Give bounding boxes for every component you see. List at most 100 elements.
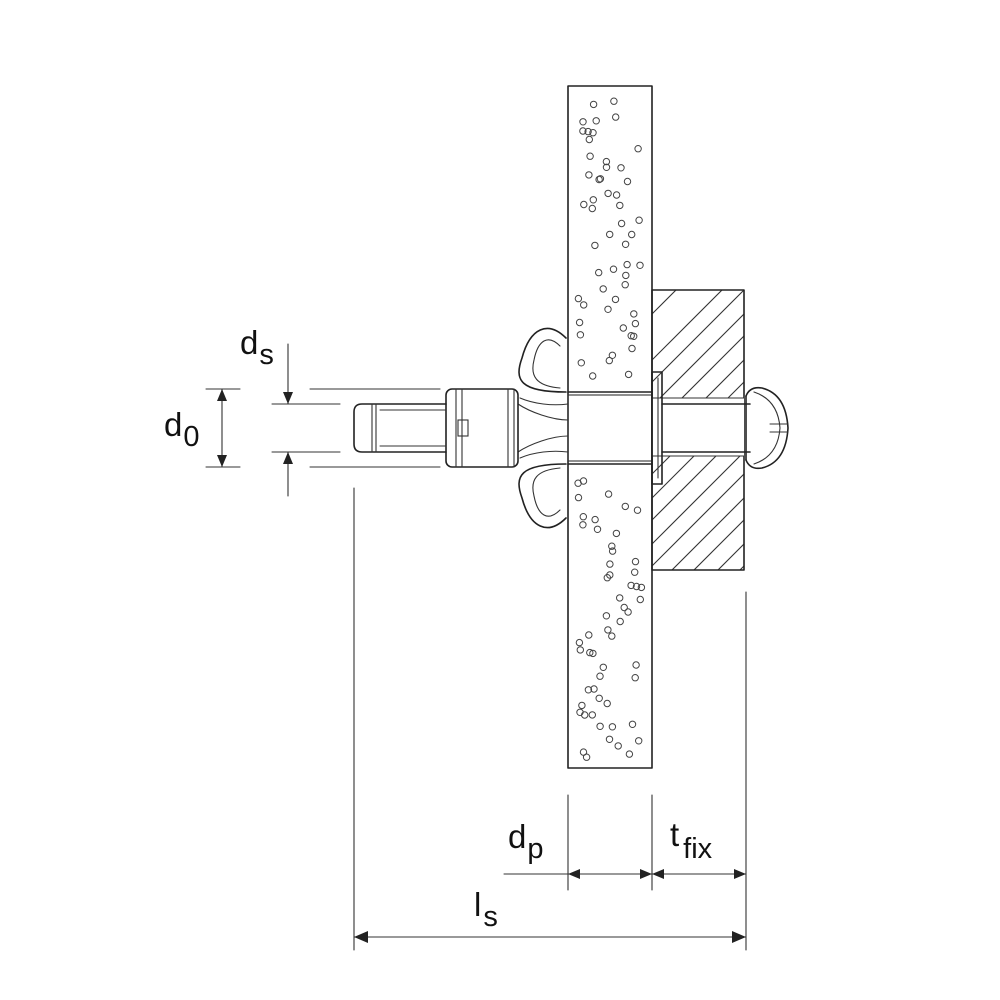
- board-dot: [589, 100, 598, 109]
- board-dot: [611, 295, 620, 304]
- board-dot: [635, 737, 643, 745]
- board-dot: [602, 612, 611, 620]
- board-dot: [585, 135, 593, 144]
- board-dot: [608, 547, 617, 555]
- board-dot: [595, 694, 603, 702]
- board-dot: [628, 230, 636, 239]
- board-dot: [636, 595, 644, 604]
- board-dot: [606, 560, 614, 568]
- anchor-cone-nut: [445, 388, 519, 468]
- board-dot: [627, 581, 635, 590]
- anchor-wings: [517, 327, 569, 529]
- board-dot: [616, 594, 624, 602]
- board-dot: [628, 344, 636, 353]
- board-dot: [579, 118, 587, 126]
- hatch-line: [652, 290, 723, 361]
- board-dot: [636, 261, 644, 269]
- board-dot: [577, 359, 585, 367]
- board-dot: [604, 490, 613, 498]
- board-dot: [588, 204, 596, 213]
- board-dot: [578, 701, 586, 710]
- board-dot: [588, 711, 596, 719]
- board-dot: [574, 493, 583, 502]
- board-dot: [621, 502, 629, 511]
- board-dot: [621, 240, 630, 249]
- board-dot: [599, 285, 607, 293]
- board-dot: [596, 672, 604, 680]
- board-dot: [589, 372, 597, 380]
- panel-board: [567, 85, 653, 769]
- board-dot: [623, 177, 632, 186]
- board-dot: [575, 318, 584, 327]
- board-dot: [631, 568, 639, 576]
- board-dot: [635, 216, 643, 224]
- board-dot: [634, 145, 642, 153]
- board-dot: [602, 163, 611, 172]
- board-dot: [608, 723, 617, 731]
- board-dot: [585, 631, 593, 639]
- board-dot: [616, 201, 624, 210]
- board-dot: [604, 305, 612, 313]
- board-dot: [631, 319, 640, 328]
- board-dot: [627, 332, 635, 340]
- board-dot: [625, 750, 634, 758]
- board-dot: [589, 129, 597, 137]
- board-dot: [617, 164, 625, 172]
- board-dot: [596, 722, 604, 730]
- board-dot: [621, 281, 629, 289]
- board-dot: [586, 152, 594, 160]
- board-dot: [605, 356, 613, 365]
- board-dot: [614, 742, 622, 750]
- board-dot: [584, 686, 593, 694]
- board-dot: [593, 525, 602, 533]
- board-dot: [584, 127, 592, 136]
- label-dp: dp: [508, 818, 544, 865]
- hatch-line: [652, 658, 744, 750]
- board-dot: [633, 506, 642, 514]
- board-dot: [624, 370, 633, 379]
- board-dot: [622, 271, 630, 280]
- hatch-line: [652, 176, 744, 268]
- board-dot: [623, 260, 631, 269]
- board-dot: [631, 557, 640, 566]
- board-dot: [585, 171, 593, 179]
- board-dot: [580, 301, 588, 309]
- anchor-sleeve: [567, 371, 663, 485]
- board-dot: [576, 646, 584, 654]
- board-dot: [586, 648, 594, 657]
- board-dot: [630, 310, 638, 318]
- board-dot: [579, 127, 587, 135]
- hatch-line: [652, 290, 677, 315]
- board-dot: [579, 521, 587, 529]
- board-dot: [632, 661, 640, 669]
- hatch-line: [652, 612, 744, 704]
- board-dot: [605, 735, 614, 743]
- screw-shank: [353, 403, 751, 453]
- panel-dots: [574, 97, 646, 761]
- hatch-line: [671, 497, 744, 570]
- board-dot: [628, 720, 637, 728]
- board-dot: [592, 117, 600, 125]
- hatch-line: [652, 473, 744, 567]
- board-dot: [576, 331, 585, 339]
- board-dot: [602, 157, 611, 166]
- board-dot: [617, 219, 626, 228]
- board-dot: [589, 196, 597, 204]
- board-dot: [616, 617, 624, 626]
- board-dot: [612, 529, 621, 538]
- label-ds: ds: [240, 324, 274, 371]
- hatch-line: [652, 590, 744, 682]
- board-dot: [575, 638, 584, 647]
- board-dot: [574, 294, 583, 303]
- dimension-bottom: [353, 487, 747, 951]
- label-d0: d0: [164, 406, 200, 453]
- board-dot: [632, 582, 641, 591]
- hatch-line: [739, 565, 744, 570]
- board-dot: [580, 200, 588, 209]
- board-dot: [606, 571, 614, 579]
- board-dot: [595, 268, 603, 277]
- board-dot: [604, 189, 612, 198]
- board-dot: [599, 663, 607, 671]
- board-dot: [591, 241, 599, 250]
